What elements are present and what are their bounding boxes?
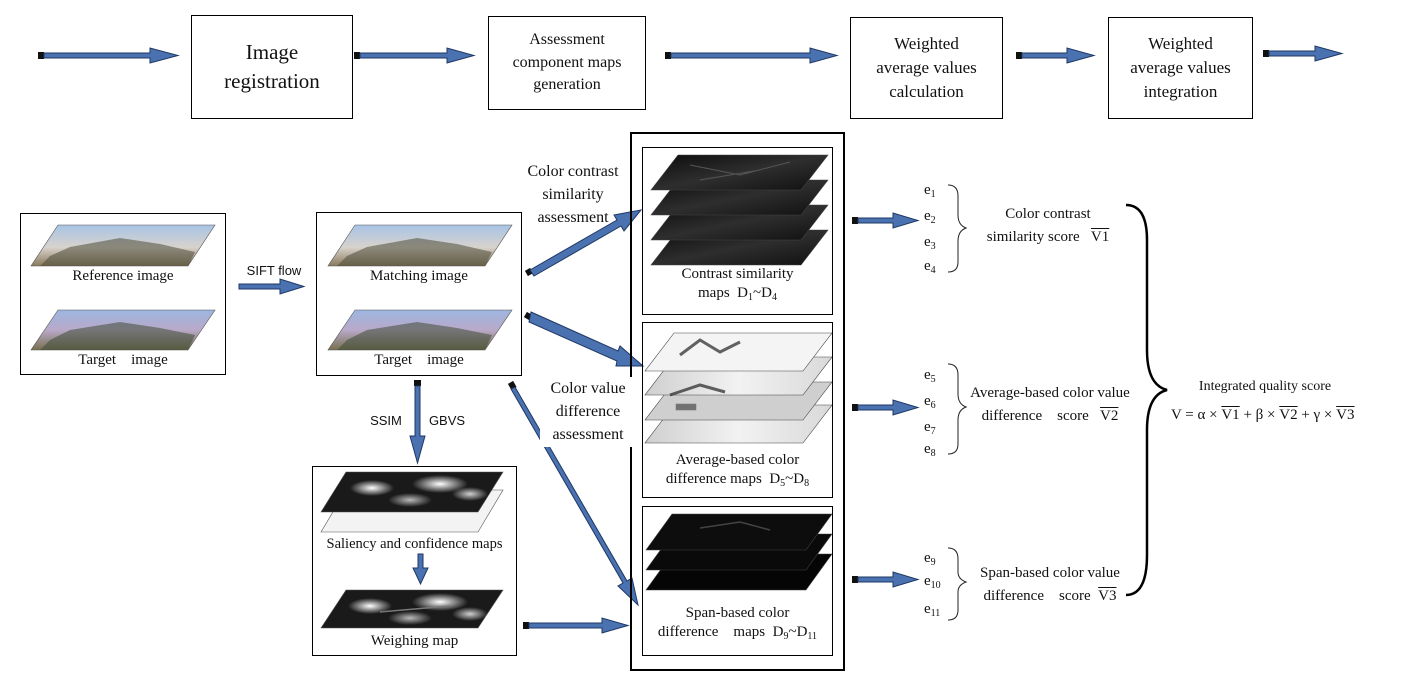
step-image-registration: Image registration xyxy=(191,15,353,119)
weight-e9: e9 xyxy=(924,550,936,568)
weight-e11: e11 xyxy=(924,601,941,619)
arrow-registration-to-generation xyxy=(354,47,476,64)
input-images-box xyxy=(20,213,226,375)
contrast-score-label: Color contrast similarity score V1 xyxy=(986,206,1110,245)
v1-symbol: V1 xyxy=(1090,228,1110,245)
average-map-stack xyxy=(644,332,833,444)
gbvs-label: GBVS xyxy=(428,413,466,428)
weight-e1: e1 xyxy=(924,182,936,200)
arrow-average-to-weights xyxy=(852,399,920,416)
weight-e10: e10 xyxy=(924,573,941,591)
arrow-calculation-to-integration xyxy=(1016,47,1096,64)
maps-to-weights-arrows xyxy=(852,212,920,588)
pipeline-arrows xyxy=(38,45,1344,64)
span-maps-label: Span-based color difference maps D9~D11 xyxy=(657,605,818,642)
weight-e3: e3 xyxy=(924,234,936,252)
weight-e4: e4 xyxy=(924,258,936,276)
weighing-map-thumbnail xyxy=(320,589,504,629)
average-maps-label: Average-based color difference maps D5~D… xyxy=(665,452,810,489)
integrated-score-formula: V = α × V1 + β × V2 + γ × V3 xyxy=(1171,407,1355,423)
arrow-to-average-maps xyxy=(523,311,645,367)
saliency-to-weighing-arrow xyxy=(412,553,429,586)
arrow-generation-to-calculation xyxy=(665,47,839,64)
weighing-box xyxy=(312,466,517,656)
matching-target-image-label: Target image xyxy=(374,352,464,368)
matching-image-thumbnail xyxy=(327,224,513,267)
ssim-gbvs-arrow xyxy=(409,380,426,465)
step-weighted-average-integration: Weighted average values integration xyxy=(1108,17,1253,119)
matching-image-label: Matching image xyxy=(370,268,468,284)
target-image-thumbnail xyxy=(30,309,216,351)
contrast-maps-label: Contrast similarity maps D1~D4 xyxy=(681,266,794,303)
span-score-label: Span-based color value difference score … xyxy=(980,565,1120,604)
arrow-out-of-integration xyxy=(1263,45,1344,62)
brace-group-1 xyxy=(947,184,968,273)
brace-group-3 xyxy=(947,547,968,621)
arrow-span-to-weights xyxy=(852,571,920,588)
arrow-contrast-to-weights xyxy=(852,212,920,229)
ssim-label: SSIM xyxy=(370,413,402,428)
sift-flow-label: SIFT flow xyxy=(246,263,302,278)
weighing-map-label: Weighing map xyxy=(370,633,459,649)
integrated-score-title: Integrated quality score xyxy=(1198,379,1332,394)
v2-symbol: V2 xyxy=(1100,407,1119,424)
integration-brace xyxy=(1125,203,1168,597)
contrast-assessment-label: Color contrast similarity assessment xyxy=(527,163,619,227)
span-maps-box xyxy=(642,506,833,656)
weight-e6: e6 xyxy=(924,393,936,411)
average-maps-box xyxy=(642,322,833,498)
average-score-label: Average-based color value difference sco… xyxy=(970,385,1130,424)
arrow-into-registration xyxy=(38,47,180,64)
reference-image-thumbnail xyxy=(30,224,216,267)
contrast-maps-box xyxy=(642,147,833,315)
span-map-stack xyxy=(645,513,833,591)
weight-e5: e5 xyxy=(924,367,936,385)
arrow-to-contrast-maps xyxy=(524,209,643,277)
saliency-label: Saliency and confidence maps xyxy=(326,536,503,552)
weight-braces xyxy=(947,184,968,621)
weight-e2: e2 xyxy=(924,208,936,226)
step-weighted-average-calculation: Weighted average values calculation xyxy=(850,17,1003,119)
sift-flow-arrow xyxy=(238,278,306,295)
v3-symbol: V3 xyxy=(1098,587,1117,604)
contrast-map-stack xyxy=(650,154,829,266)
brace-group-2 xyxy=(947,363,968,455)
value-assessment-label: Color value difference assessment xyxy=(540,377,636,447)
matching-images-box xyxy=(316,212,522,376)
target-image-label: Target image xyxy=(78,352,168,368)
step-component-maps-generation: Assessment component maps generation xyxy=(488,16,646,110)
weight-e7: e7 xyxy=(924,419,936,437)
saliency-confidence-thumbnail xyxy=(320,471,504,533)
matching-target-image-thumbnail xyxy=(327,309,513,351)
arrow-weighing-to-span xyxy=(523,617,630,634)
reference-image-label: Reference image xyxy=(72,268,174,284)
weight-e8: e8 xyxy=(924,441,936,459)
